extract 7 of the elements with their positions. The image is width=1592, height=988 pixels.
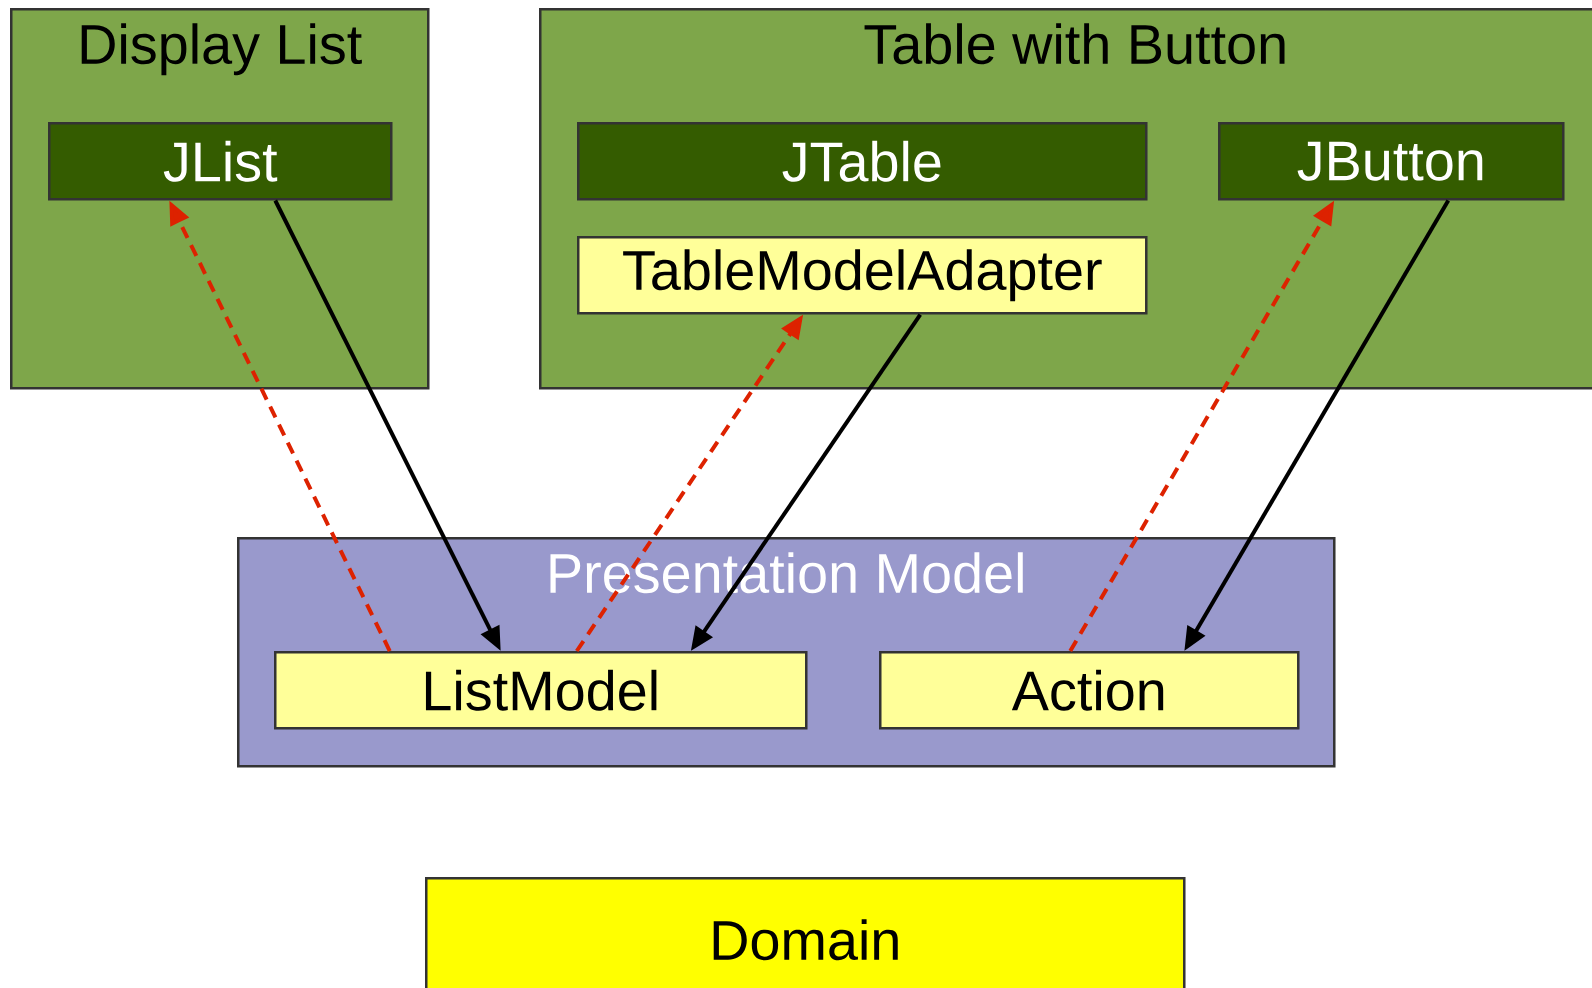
component-box: Domain — [425, 877, 1186, 988]
component-box: Action — [879, 651, 1300, 730]
component-box: JTable — [577, 122, 1148, 201]
component-box: JList — [48, 122, 393, 201]
component-box: TableModelAdapter — [577, 236, 1148, 315]
component-box: ListModel — [274, 651, 808, 730]
component-box: JButton — [1218, 122, 1565, 201]
